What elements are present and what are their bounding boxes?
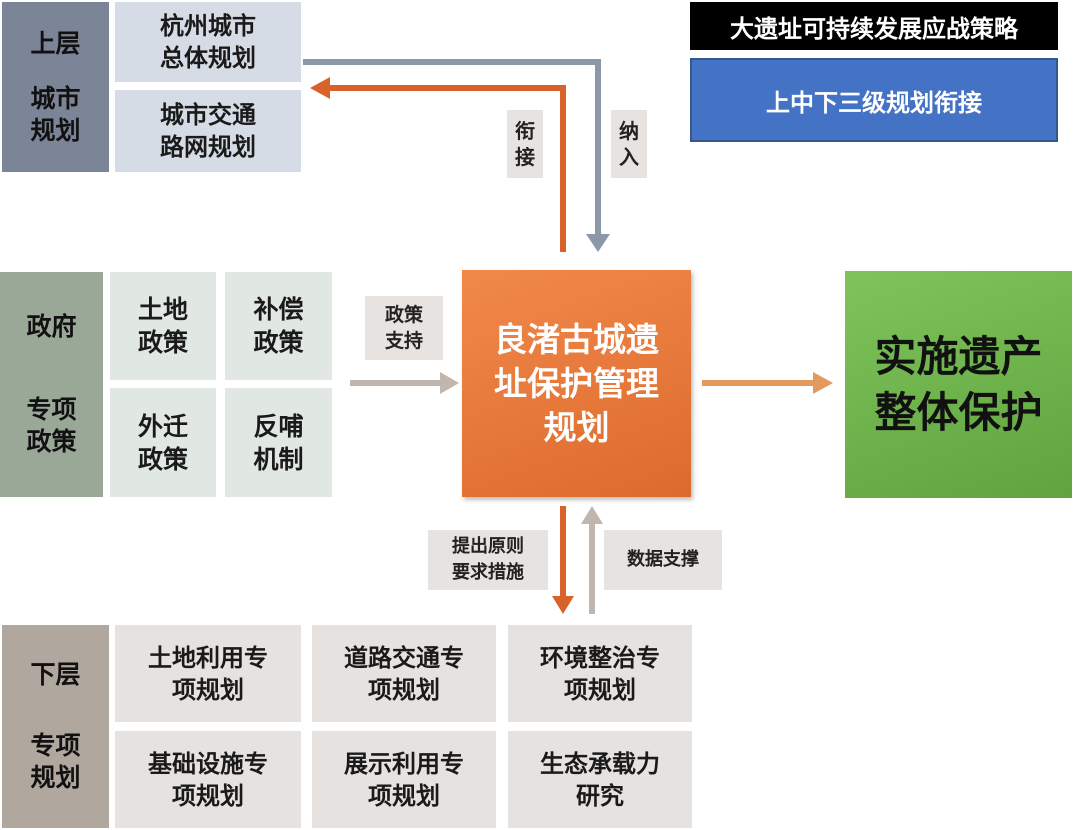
ecological-capacity-study: 生态承载力 研究 — [508, 731, 692, 828]
principles-label: 提出原则 要求措施 — [428, 530, 548, 590]
upper-side-label: 上层 城市 规划 — [2, 2, 109, 172]
upper-side-title: 上层 — [30, 28, 81, 58]
infrastructure-plan: 基础设施专 项规划 — [115, 731, 301, 828]
relocation-policy: 外迁 政策 — [110, 388, 216, 497]
land-use-plan: 土地利用专 项规划 — [115, 625, 301, 722]
data-support-arrow — [581, 506, 603, 614]
lower-side-title: 下层 — [30, 659, 81, 689]
strategy-title: 大遗址可持续发展应战策略 — [690, 2, 1058, 50]
strategy-subtitle: 上中下三级规划衔接 — [690, 58, 1058, 142]
xianjie-arrow — [310, 77, 566, 252]
land-policy: 土地 政策 — [110, 272, 216, 380]
xianjie-label: 衔 接 — [507, 110, 543, 178]
principles-arrow — [552, 506, 574, 614]
heritage-protection-result: 实施遗产 整体保护 — [845, 271, 1072, 498]
feedback-mechanism: 反哺 机制 — [225, 388, 332, 497]
result-arrow — [702, 372, 833, 394]
liangzhu-protection-plan: 良渚古城遗 址保护管理 规划 — [462, 270, 691, 497]
gov-side-label: 政府 专项 政策 — [0, 272, 103, 497]
upper-side-sub: 城市 规划 — [30, 83, 81, 145]
traffic-network-plan: 城市交通 路网规划 — [115, 90, 301, 172]
gov-side-sub: 专项 政策 — [26, 394, 77, 456]
lower-side-sub: 专项 规划 — [30, 731, 81, 793]
naru-label: 纳 入 — [611, 110, 647, 178]
hangzhou-master-plan: 杭州城市 总体规划 — [115, 2, 301, 82]
environment-plan: 环境整治专 项规划 — [508, 625, 692, 722]
road-traffic-plan: 道路交通专 项规划 — [312, 625, 496, 722]
naru-arrow — [303, 59, 610, 252]
display-use-plan: 展示利用专 项规划 — [312, 731, 496, 828]
compensation-policy: 补偿 政策 — [225, 272, 332, 380]
gov-side-title: 政府 — [26, 312, 77, 342]
lower-side-label: 下层 专项 规划 — [2, 625, 109, 828]
policy-support-label: 政策 支持 — [365, 296, 443, 360]
policy-support-arrow — [350, 372, 459, 394]
data-support-label: 数据支撑 — [604, 530, 722, 590]
